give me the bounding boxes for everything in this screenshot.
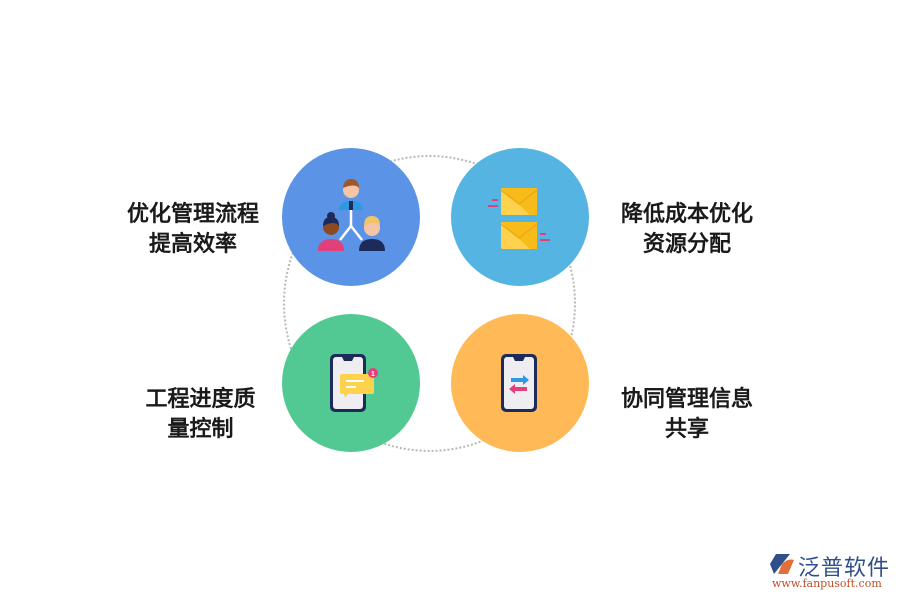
- brand-watermark: 泛普软件 www.fanpusoft.com: [768, 550, 893, 592]
- label-progress-quality: 工程进度质 量控制: [128, 385, 273, 445]
- label-line-2: 资源分配: [642, 232, 731, 257]
- envelopes-icon: [488, 188, 550, 249]
- label-optimize-process: 优化管理流程 提高效率: [118, 200, 268, 260]
- label-line-1: 协同管理信息: [620, 387, 753, 412]
- label-info-sharing: 协同管理信息 共享: [612, 385, 762, 445]
- node-progress-quality: 1: [282, 314, 420, 452]
- label-line-1: 工程进度质: [145, 387, 256, 412]
- label-line-2: 提高效率: [148, 232, 237, 257]
- brand-logo-icon: [770, 554, 794, 574]
- phone-data-exchange-icon: [501, 354, 537, 412]
- dotted-cycle-ring: [283, 155, 576, 452]
- label-line-2: 共享: [664, 417, 709, 442]
- label-line-1: 优化管理流程: [126, 202, 259, 227]
- org-chart-people-icon: [318, 179, 385, 251]
- brand-url: www.fanpusoft.com: [772, 577, 882, 590]
- notification-badge: 1: [371, 371, 375, 378]
- label-line-1: 降低成本优化: [620, 202, 753, 227]
- phone-message-notification-icon: 1: [330, 354, 378, 412]
- label-reduce-cost: 降低成本优化 资源分配: [612, 200, 762, 260]
- node-optimize-process: [282, 148, 420, 286]
- label-line-2: 量控制: [167, 417, 234, 442]
- node-reduce-cost: [451, 148, 589, 286]
- brand-name: 泛普软件: [798, 556, 891, 581]
- node-info-sharing: [451, 314, 589, 452]
